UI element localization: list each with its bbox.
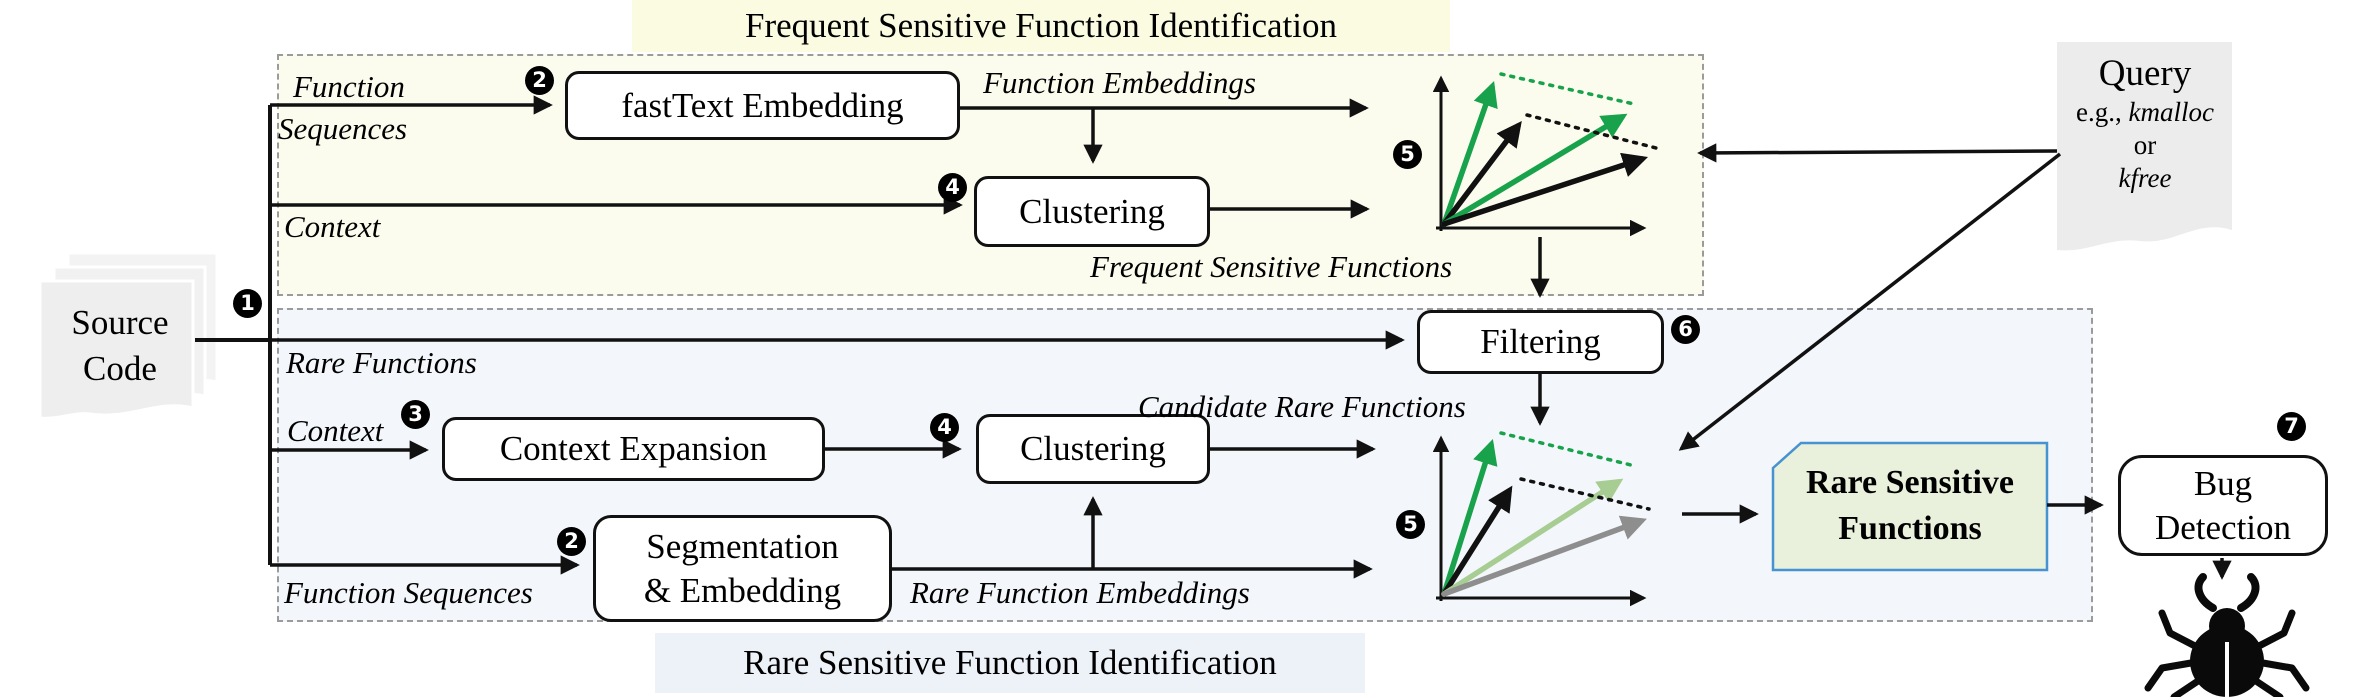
rare-sensitive-line2: Functions	[1838, 510, 1982, 547]
source-code-line2: Code	[83, 349, 157, 388]
query-note: Query e.g., kmalloc or kfree	[2057, 52, 2233, 195]
dotted-link-black-bottom	[1519, 477, 1651, 511]
query-eg-prefix: e.g.,	[2076, 97, 2129, 127]
bug-detection-line2: Detection	[2154, 507, 2292, 547]
vector-frequent-black-2	[1441, 152, 1649, 227]
query-kmalloc: kmalloc	[2128, 97, 2214, 127]
label-rare-function-embeddings: Rare Function Embeddings	[910, 575, 1250, 610]
label-context-top: Context	[284, 209, 381, 244]
vector-rare-black	[1441, 485, 1513, 597]
vector-rare-gray	[1441, 515, 1647, 597]
rare-sensitive-line1: Rare Sensitive	[1805, 464, 2015, 501]
clustering-top-box: Clustering	[974, 176, 1210, 247]
bug-detection-line1: Bug	[2193, 463, 2253, 503]
step-badge-1: 1	[233, 289, 262, 318]
label-function-sequences: Function Sequences	[284, 575, 533, 610]
label-candidate-rare-functions: Candidate Rare Functions	[1138, 389, 1466, 424]
step-badge-2-bottom: 2	[557, 527, 586, 556]
vector-rare-green	[1441, 438, 1498, 597]
label-sequences-top: Sequences	[278, 111, 408, 146]
query-or: or	[2133, 130, 2157, 160]
step-badge-2-top: 2	[525, 66, 554, 95]
query-title: Query	[2098, 53, 2192, 94]
frequent-section-title: Frequent Sensitive Function Identificati…	[632, 0, 1450, 52]
arrow-query-to-top-plot	[1697, 143, 2058, 163]
context-expansion-label: Context Expansion	[499, 429, 768, 468]
filtering-box: Filtering	[1417, 310, 1664, 374]
context-expansion-box: Context Expansion	[442, 417, 825, 481]
query-kfree: kfree	[2118, 163, 2172, 193]
rare-sensitive-functions-label: Rare Sensitive Functions	[1773, 460, 2047, 552]
dotted-link-black-top	[1525, 113, 1658, 150]
query-note-shape	[2057, 42, 2232, 251]
bug-detection-box: Bug Detection	[2118, 455, 2328, 556]
filtering-label: Filtering	[1480, 322, 1601, 361]
segmentation-line1: Segmentation	[646, 526, 839, 566]
fasttext-embedding-box: fastText Embedding	[565, 71, 960, 140]
embedding-space-plot-top	[1432, 72, 1658, 237]
arrow-query-to-bottom-plot	[1678, 152, 2062, 451]
step-badge-4-bottom: 4	[930, 413, 959, 442]
step-badge-3: 3	[401, 400, 430, 429]
source-code-line1: Source	[71, 303, 169, 342]
fasttext-embedding-label: fastText Embedding	[621, 85, 904, 125]
label-frequent-sensitive-functions: Frequent Sensitive Functions	[1090, 249, 1453, 284]
clustering-bottom-label: Clustering	[1020, 429, 1166, 468]
step-badge-4-top: 4	[938, 173, 967, 202]
query-example-1: e.g., kmalloc	[2057, 96, 2233, 129]
step-badge-5-top: 5	[1393, 140, 1422, 169]
vector-frequent-green-2	[1441, 113, 1628, 227]
vector-rare-lightgreen	[1441, 478, 1624, 597]
source-code-label: Source Code	[40, 300, 200, 392]
embedding-space-plot-bottom	[1432, 431, 1651, 607]
vector-frequent-green-1	[1441, 81, 1498, 227]
flow-arrows	[195, 95, 2232, 580]
step-badge-5-bottom: 5	[1396, 510, 1425, 539]
label-function-embeddings: Function Embeddings	[983, 65, 1256, 100]
dotted-link-green-top	[1499, 72, 1636, 106]
clustering-bottom-box: Clustering	[976, 414, 1210, 484]
frequent-identification-section	[277, 54, 1704, 296]
vector-frequent-black-1	[1441, 120, 1522, 227]
segmentation-line2: & Embedding	[643, 570, 842, 610]
step-badge-6: 6	[1671, 315, 1700, 344]
rare-section-title: Rare Sensitive Function Identification	[655, 633, 1365, 693]
label-rare-functions: Rare Functions	[286, 345, 477, 380]
label-context-bottom: Context	[287, 413, 384, 448]
step-badge-7: 7	[2277, 412, 2306, 441]
bug-icon	[2144, 573, 2310, 697]
source-code-stack-icon	[38, 251, 219, 420]
segmentation-embedding-box: Segmentation & Embedding	[593, 515, 892, 622]
dotted-link-green-bottom	[1499, 431, 1633, 467]
clustering-top-label: Clustering	[1019, 191, 1165, 231]
label-function-top: Function	[293, 69, 405, 104]
